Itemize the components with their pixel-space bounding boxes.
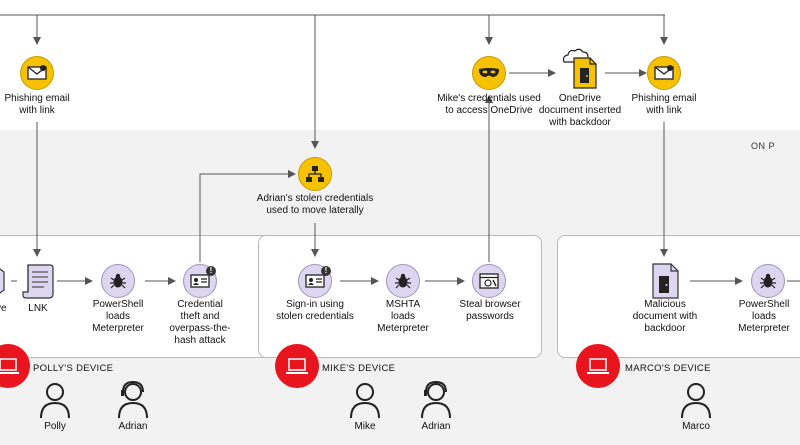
headset-user-icon xyxy=(421,380,451,419)
id-card-icon xyxy=(305,274,325,288)
malicious-document-node xyxy=(649,262,681,300)
marco-device-label: MARCO'S DEVICE xyxy=(625,363,711,374)
arrow-credtheft-to-lateral xyxy=(199,170,296,262)
bug-icon xyxy=(395,273,411,289)
lateral-movement-node xyxy=(298,157,332,191)
cloud-door-document-icon xyxy=(562,48,597,89)
lnk-label: LNK xyxy=(28,303,48,314)
user-name-marco: Marco xyxy=(682,421,710,432)
headset-user-icon xyxy=(118,380,148,419)
bug-icon xyxy=(760,273,776,289)
marco-powershell-node xyxy=(751,264,785,298)
envelope-alert-icon xyxy=(27,65,47,80)
laptop-icon xyxy=(587,358,609,374)
mask-icon xyxy=(479,68,499,77)
user-icon xyxy=(350,383,380,419)
signin-node: ! xyxy=(298,264,332,298)
user-name-adrian-2: Adrian xyxy=(421,421,451,432)
scroll-file-icon xyxy=(22,264,54,299)
user-name-polly: Polly xyxy=(44,421,66,432)
alert-badge-icon: ! xyxy=(321,266,331,276)
polly-powershell-node xyxy=(101,264,135,298)
marco-laptop-badge xyxy=(576,344,620,388)
cube-icon xyxy=(0,268,5,294)
onedrive-document-node xyxy=(560,46,600,90)
phishing-email-node-2 xyxy=(647,56,681,90)
laptop-icon xyxy=(0,358,19,374)
phishing-email-node-1 xyxy=(20,56,54,90)
mike-credentials-node xyxy=(472,56,506,90)
credential-theft-node: ! xyxy=(183,264,217,298)
user-icon xyxy=(681,383,711,419)
lnk-node xyxy=(20,262,56,300)
bug-icon xyxy=(110,273,126,289)
envelope-alert-icon xyxy=(654,65,674,80)
mike-laptop-badge xyxy=(275,344,319,388)
mshta-node xyxy=(386,264,420,298)
user-name-mike: Mike xyxy=(354,421,376,432)
mike-device-label: MIKE'S DEVICE xyxy=(322,363,396,374)
on-premises-label: ON P xyxy=(751,141,776,151)
partial-label: ve xyxy=(0,303,7,314)
laptop-icon xyxy=(286,358,308,374)
partial-node xyxy=(0,264,12,298)
user-icon xyxy=(40,383,70,419)
browser-key-icon xyxy=(479,273,499,289)
id-card-icon xyxy=(190,274,210,288)
door-document-icon xyxy=(652,263,679,299)
alert-badge-icon: ! xyxy=(206,266,216,276)
polly-device-label: POLLY'S DEVICE xyxy=(33,363,114,374)
network-flow-icon xyxy=(306,166,324,182)
steal-passwords-node xyxy=(472,264,506,298)
user-name-adrian-1: Adrian xyxy=(118,421,148,432)
